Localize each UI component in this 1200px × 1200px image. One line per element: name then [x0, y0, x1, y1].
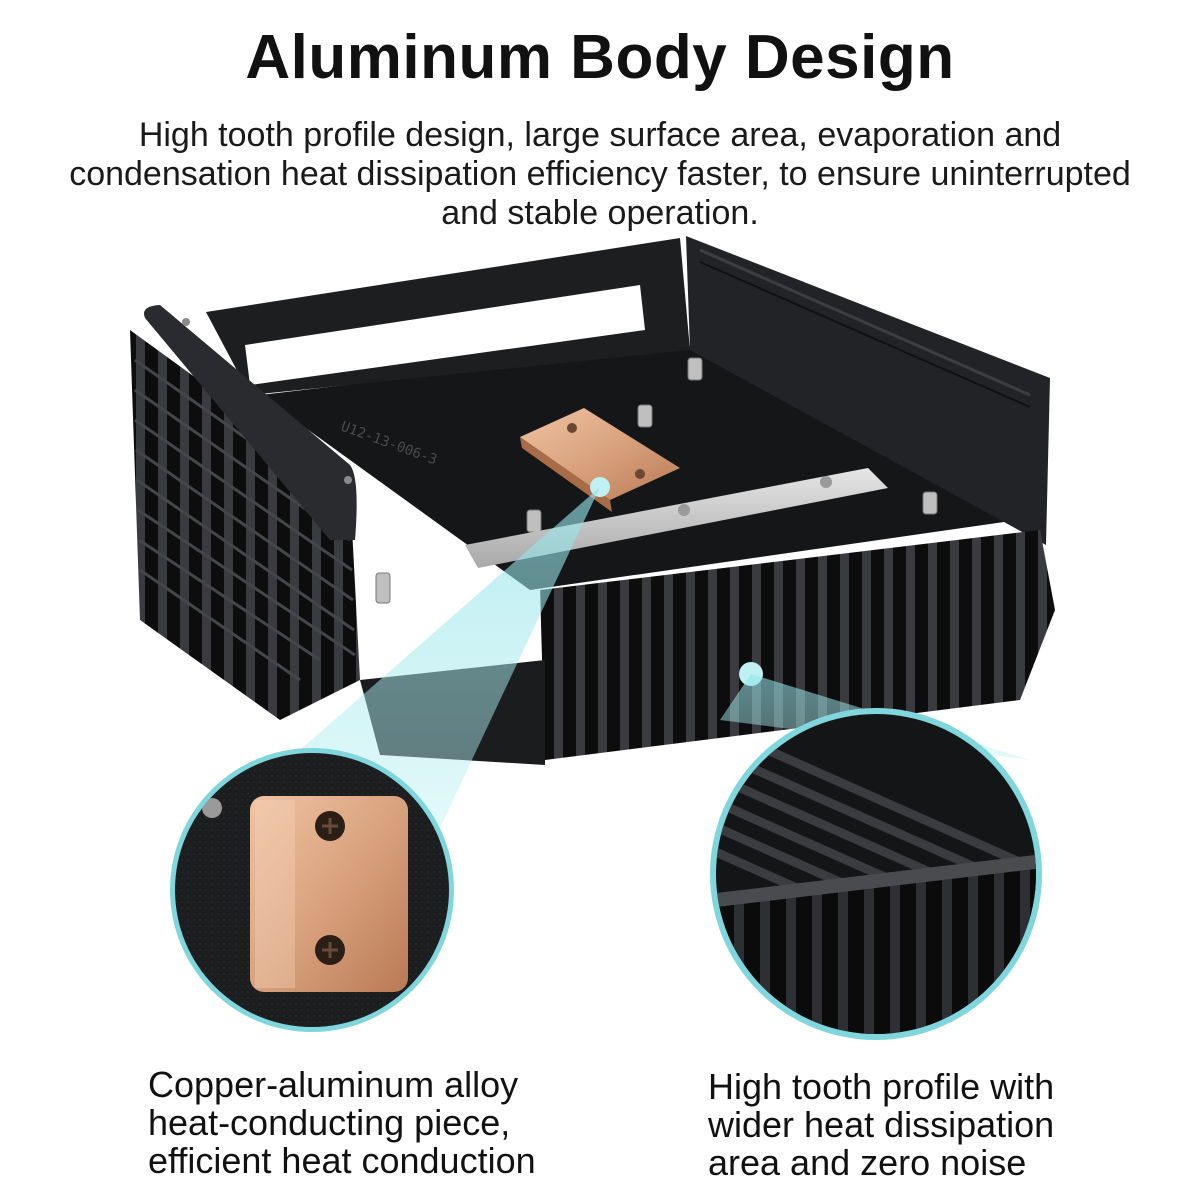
caption-line: wider heat dissipation [708, 1104, 1055, 1145]
copper-piece-caption: Copper-aluminum alloy heat-conducting pi… [148, 1066, 536, 1180]
caption-line: Copper-aluminum alloy [148, 1064, 519, 1105]
caption-line: area and zero noise [708, 1142, 1027, 1183]
caption-line: High tooth profile with [708, 1066, 1055, 1107]
heat-fins-caption: High tooth profile with wider heat dissi… [708, 1068, 1054, 1182]
page-title: Aluminum Body Design [245, 23, 955, 92]
caption-line: efficient heat conduction [148, 1140, 536, 1181]
caption-line: heat-conducting piece, [148, 1102, 511, 1143]
page-subtitle: High tooth profile design, large surface… [69, 116, 1131, 232]
heatsink-fins-zoom-icon [710, 708, 1042, 1040]
copper-block-zoom-icon [170, 748, 454, 1032]
chassis: U12-13-006-3 [130, 236, 1055, 765]
